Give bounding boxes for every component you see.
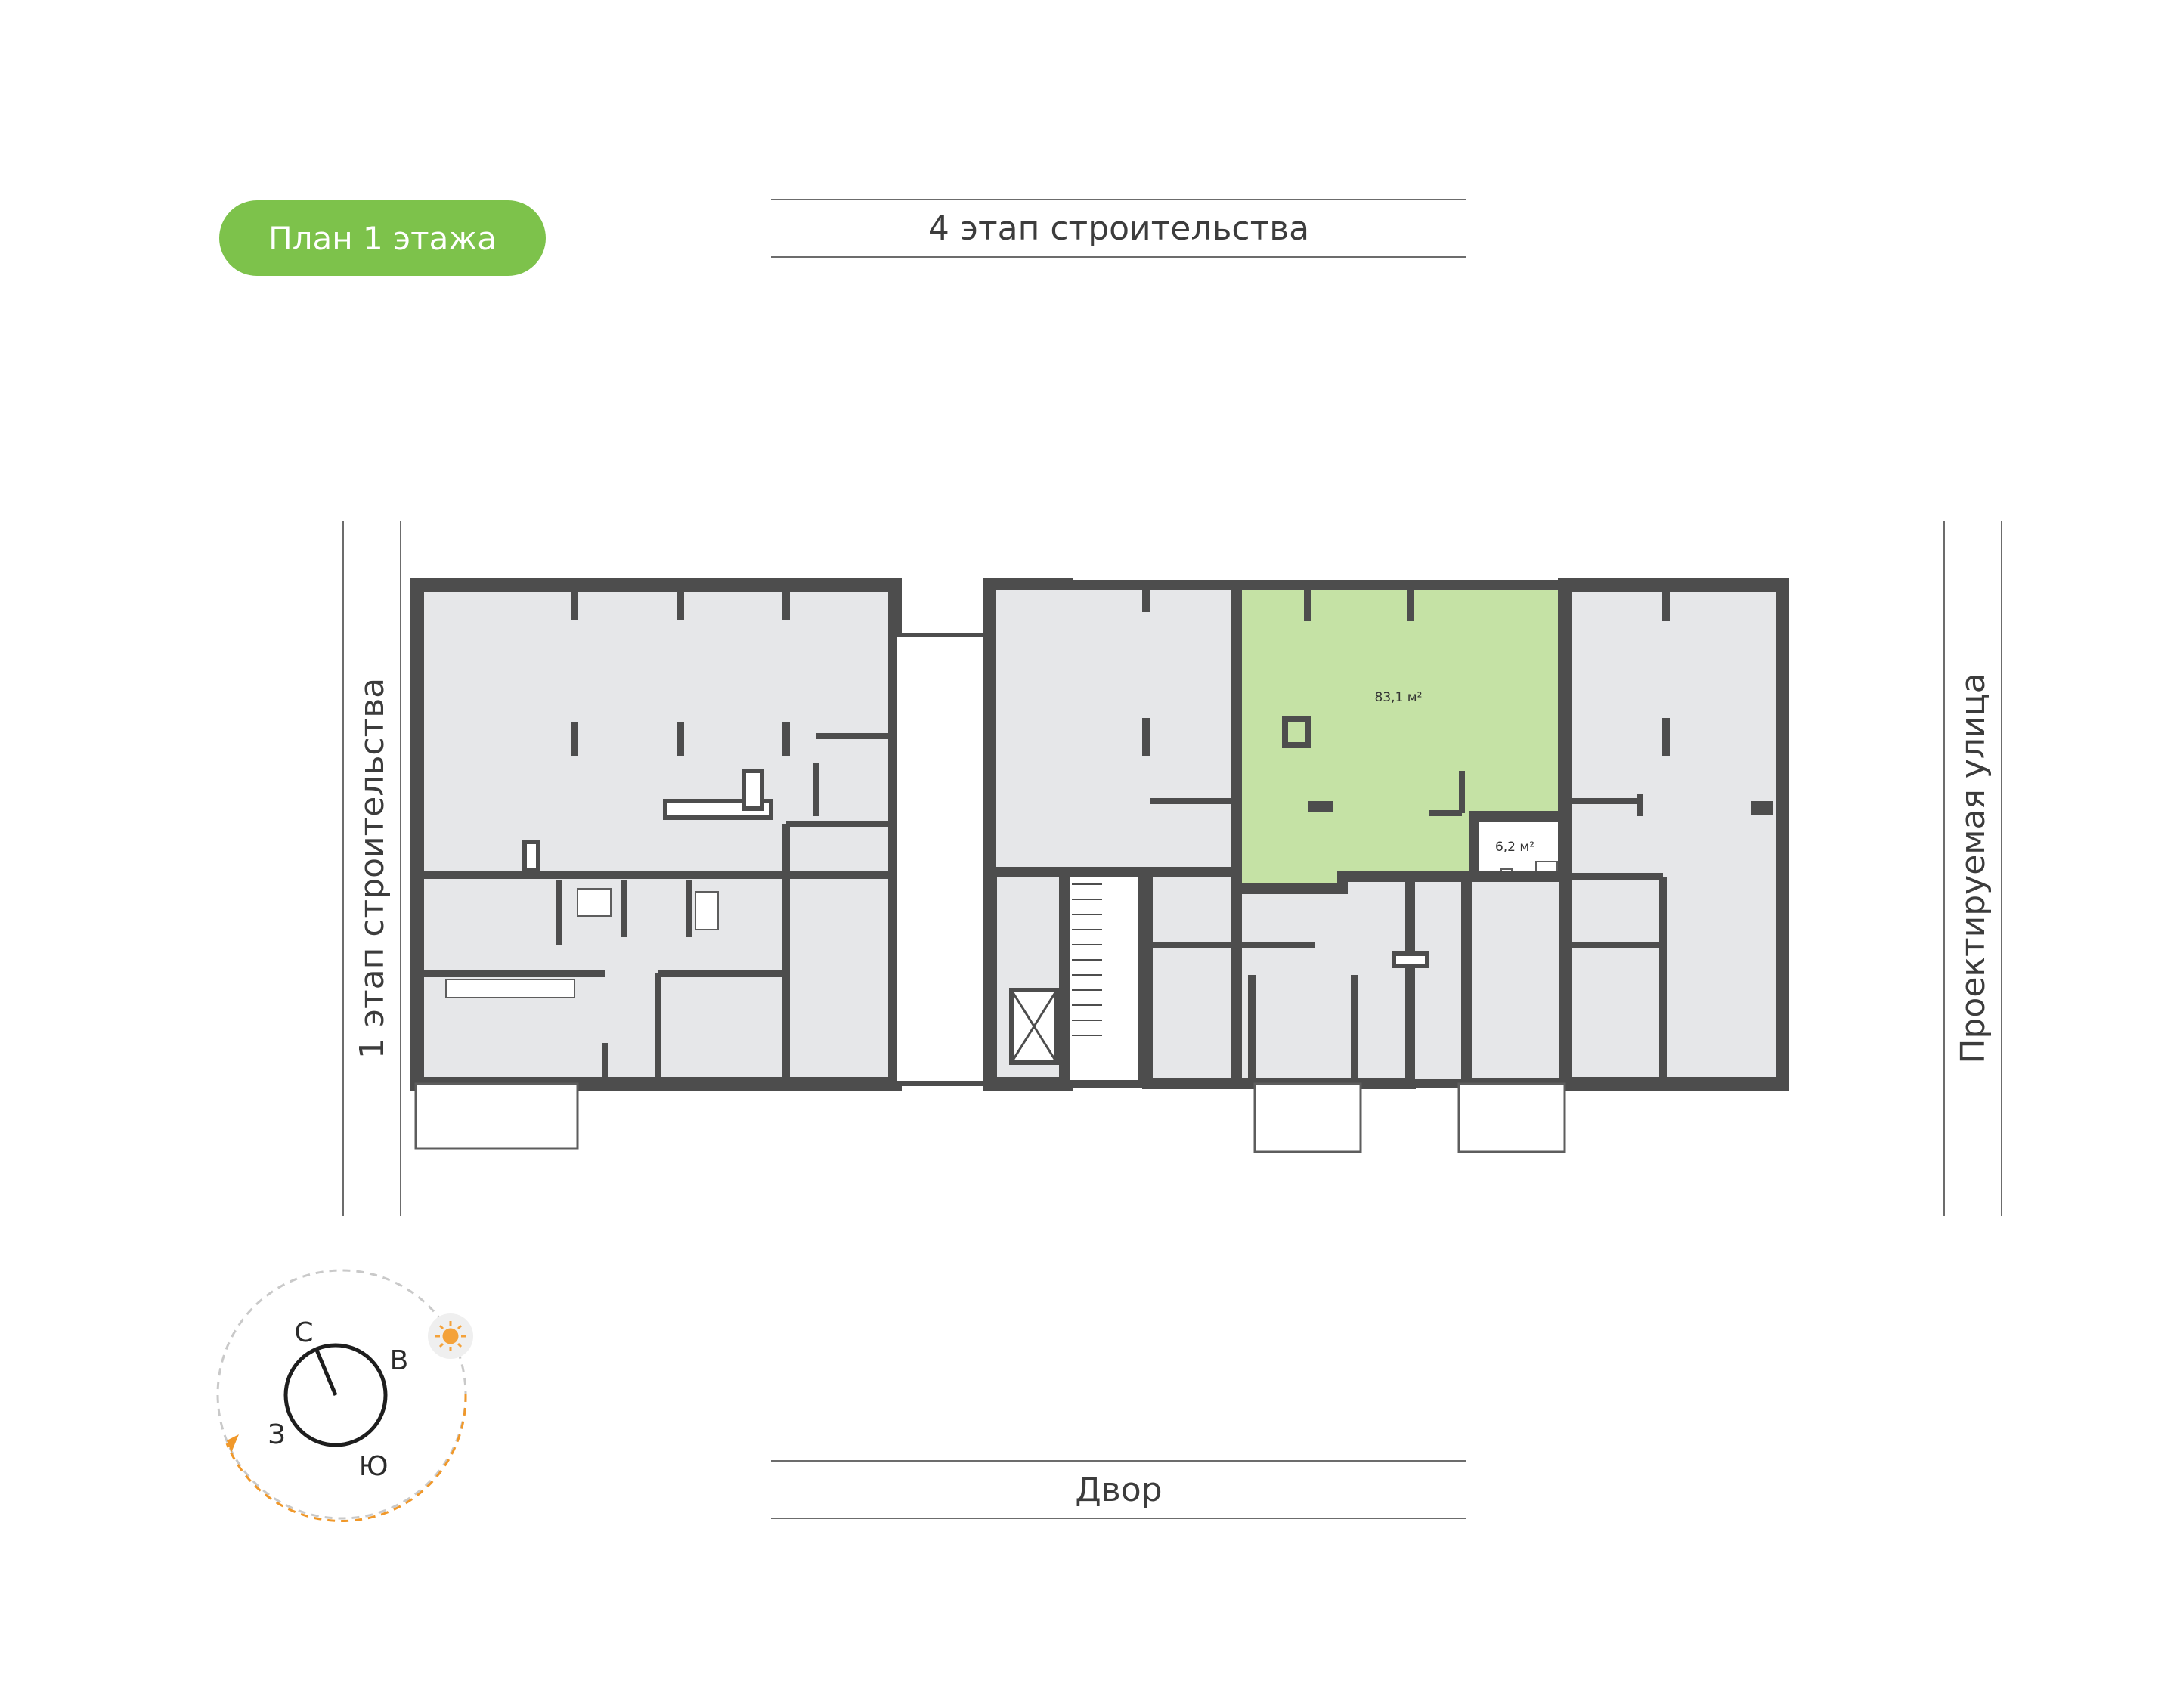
apartment-main-area: 83,1 м² [1375,690,1423,705]
compass: С В Ю З [216,1269,473,1522]
sun-path [225,1394,467,1522]
compass-east: В [390,1345,409,1376]
street-label-bottom: Двор [771,1460,1466,1519]
apartment-bath-area: 6,2 м² [1495,840,1534,855]
highlighted-apartment: 83,1 м² 6,2 м² [1231,580,1570,894]
compass-west: З [268,1419,285,1450]
middle-block [985,580,1471,1153]
right-block [1457,578,1789,1153]
compass-south: Ю [359,1451,389,1482]
floor-badge: План 1 этажа [219,200,546,276]
sun-icon [435,1321,466,1351]
compass-north: С [294,1317,313,1348]
left-block [410,578,902,1150]
street-label-top: 4 этап строительства [771,199,1466,258]
